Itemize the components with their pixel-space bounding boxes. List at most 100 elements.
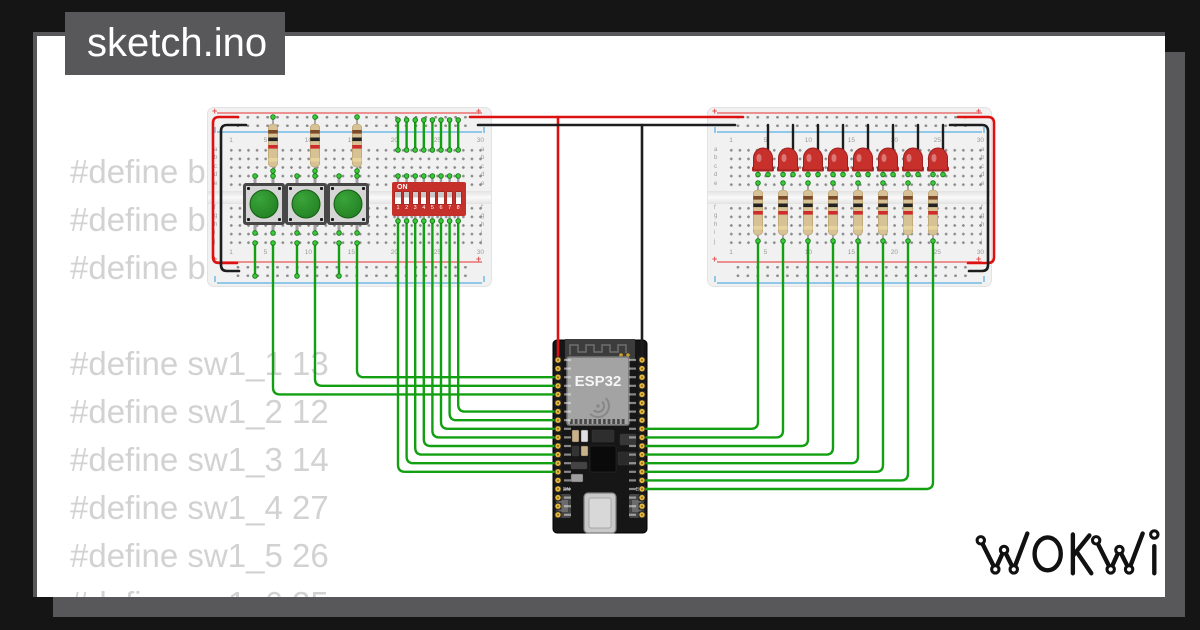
esp32-pin[interactable] (639, 486, 645, 492)
esp32-pin[interactable] (555, 460, 561, 466)
esp32-pin[interactable] (555, 374, 561, 380)
code-line: #define sw1_1 13 (70, 345, 329, 382)
negative-rail-mark (483, 127, 485, 133)
button-corner-pin (289, 218, 292, 221)
power-rail-negative-line (217, 282, 482, 284)
esp32-pin[interactable] (639, 400, 645, 406)
esp32-pin-pad (554, 391, 562, 398)
esp32-pin[interactable] (639, 477, 645, 484)
positive-rail-mark: + (712, 106, 718, 116)
dip-slider-1[interactable] (395, 192, 401, 204)
dip-slider-4[interactable] (421, 192, 427, 204)
pushbutton-3[interactable] (327, 183, 369, 225)
wokwi-logo-graphic (975, 529, 1160, 576)
esp32-pin[interactable] (639, 451, 645, 458)
esp32-pin-hole (641, 359, 643, 361)
boot-button-label: Boot (636, 487, 647, 493)
pin-label-mark (629, 419, 636, 422)
button-corner-pin (320, 218, 323, 221)
esp32-pin-pad (638, 451, 646, 458)
pushbutton-cap[interactable] (249, 189, 279, 219)
esp32-pin-pad (638, 373, 646, 381)
column-number-label: 5 (763, 136, 768, 144)
esp32-pin[interactable] (639, 469, 645, 475)
pushbutton-cap[interactable] (291, 189, 321, 219)
esp32-pin[interactable] (639, 383, 645, 389)
dip-number-label: 6 (439, 205, 443, 211)
esp32-pin[interactable] (555, 512, 561, 518)
esp32-pin-hole (557, 505, 559, 508)
pushbutton-cap[interactable] (333, 189, 363, 219)
esp32-pin[interactable] (555, 469, 561, 475)
sketch-file-tab[interactable]: sketch.ino (65, 12, 285, 75)
esp32-pin[interactable] (555, 434, 561, 441)
esp32-pin[interactable] (555, 477, 561, 484)
esp32-pin[interactable] (555, 400, 561, 406)
esp32-pin-pad (638, 468, 646, 476)
esp32-pin[interactable] (639, 365, 645, 372)
esp32-pin-pad (638, 408, 646, 415)
esp32-pin[interactable] (639, 443, 645, 449)
esp32-pin[interactable] (639, 460, 645, 466)
esp32-pin-pad (638, 477, 646, 484)
esp32-component (619, 433, 637, 446)
esp32-pin-pad (554, 365, 562, 372)
esp32-pin[interactable] (555, 417, 561, 423)
dip-slider-3[interactable] (412, 192, 418, 204)
esp32-pin[interactable] (555, 503, 561, 509)
esp32-pin[interactable] (639, 434, 645, 441)
dip-slider-8[interactable] (455, 192, 461, 204)
esp32-pin[interactable] (555, 357, 561, 363)
esp32-pin[interactable] (639, 357, 645, 363)
row-letter-label: f (481, 204, 483, 211)
esp32-pin-hole (641, 496, 643, 499)
negative-rail-mark (714, 276, 716, 282)
boot-button[interactable] (629, 494, 644, 518)
esp32-pin[interactable] (639, 426, 645, 432)
esp32-pin[interactable] (555, 391, 561, 398)
terminal-holes-f-j (726, 203, 985, 247)
esp32-component (589, 445, 617, 473)
esp32-pin[interactable] (639, 408, 645, 415)
pushbutton-2[interactable] (285, 183, 327, 225)
pushbutton-1[interactable] (243, 183, 285, 225)
esp32-pin[interactable] (555, 486, 561, 492)
dip-slider-5[interactable] (429, 192, 436, 204)
en-button[interactable] (556, 494, 571, 518)
negative-rail-mark (983, 276, 985, 282)
dip-slider-6[interactable] (438, 192, 444, 204)
esp32-pin[interactable] (639, 503, 645, 509)
boot-button-cap[interactable] (632, 500, 641, 512)
esp32-pin[interactable] (555, 494, 561, 501)
esp32-pin[interactable] (555, 443, 561, 449)
esp32-pin[interactable] (555, 383, 561, 389)
esp32-pin[interactable] (639, 391, 645, 398)
esp32-pin-pad (638, 356, 646, 364)
en-button-cap[interactable] (559, 500, 568, 512)
pin-label-mark (564, 358, 571, 362)
esp32-pcb (552, 339, 648, 534)
esp32-pin-hole (641, 462, 643, 465)
negative-rail-mark (214, 127, 216, 133)
dip-slider-2[interactable] (403, 192, 410, 204)
esp32-pin-pad (554, 416, 562, 424)
esp32-pin[interactable] (639, 512, 645, 518)
pin-label-mark (564, 376, 571, 379)
esp32-pin[interactable] (555, 426, 561, 432)
esp32-component (571, 445, 580, 457)
esp32-pin[interactable] (555, 408, 561, 415)
esp32-pin[interactable] (639, 417, 645, 423)
row-letter-label: c (481, 163, 484, 170)
esp32-pin-hole (641, 367, 643, 370)
column-number-label: 20 (390, 248, 398, 256)
esp32-pin[interactable] (639, 494, 645, 501)
dip-slider-7[interactable] (446, 192, 453, 204)
rail-holes (733, 263, 971, 280)
esp32-pin[interactable] (555, 365, 561, 372)
esp32-pin[interactable] (555, 451, 561, 458)
micro-usb-shield (588, 497, 612, 529)
pin-label-mark (629, 513, 636, 516)
esp32-pin[interactable] (639, 374, 645, 380)
column-number-label: 30 (476, 136, 484, 144)
